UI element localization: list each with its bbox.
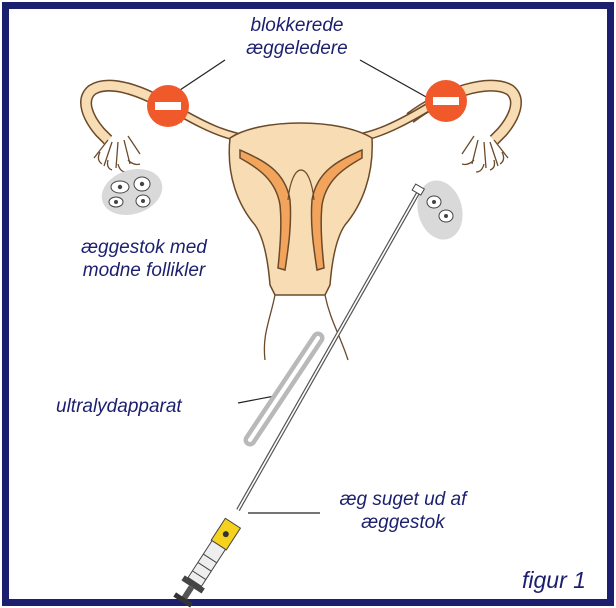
uterus bbox=[229, 123, 372, 295]
label-egg-aspirated-line2: æggestok bbox=[318, 511, 488, 534]
no-entry-icon bbox=[147, 85, 189, 127]
label-egg-aspirated-line1: æg suget ud af bbox=[318, 488, 488, 511]
syringe-icon bbox=[172, 517, 243, 608]
label-ovary-follicles: æggestok med modne follikler bbox=[44, 236, 244, 282]
leader-line-right-tube bbox=[360, 60, 428, 98]
ovary-icon bbox=[96, 161, 169, 222]
label-ovary-follicles-line2: modne follikler bbox=[44, 259, 244, 282]
ovary-icon bbox=[411, 175, 469, 244]
label-blocked-tubes-line1: blokkerede bbox=[222, 14, 372, 37]
label-ultrasound: ultralydapparat bbox=[56, 395, 182, 418]
label-ovary-follicles-line1: æggestok med bbox=[44, 236, 244, 259]
figure-caption: figur 1 bbox=[522, 569, 586, 592]
label-blocked-tubes: blokkerede æggeledere bbox=[222, 14, 372, 60]
no-entry-icon bbox=[425, 80, 467, 122]
label-egg-aspirated: æg suget ud af æggestok bbox=[318, 488, 488, 534]
label-blocked-tubes-line2: æggeledere bbox=[222, 37, 372, 60]
uterus-body bbox=[229, 123, 372, 295]
